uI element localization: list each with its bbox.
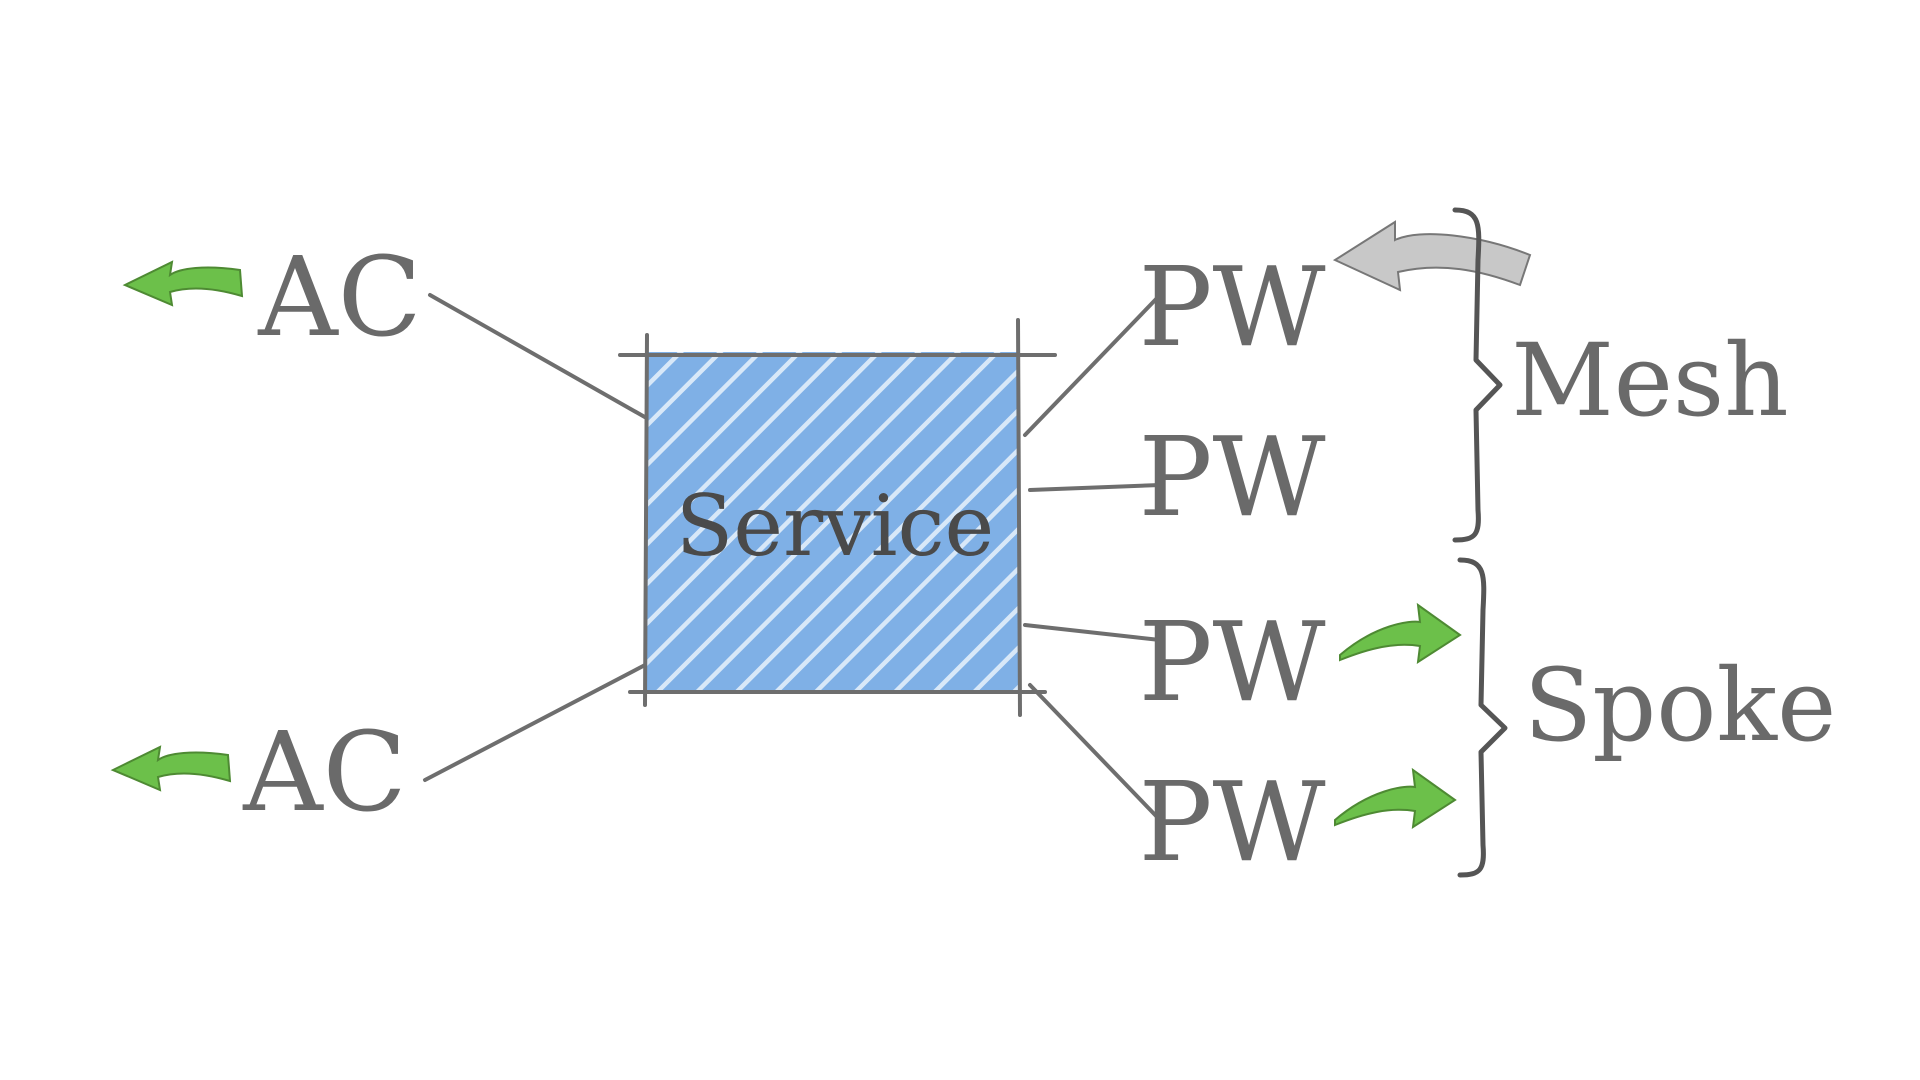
connector-ac-bottom — [423, 663, 647, 782]
pw-label-3: PW — [1138, 598, 1325, 726]
spoke-group: Spoke — [1457, 557, 1837, 878]
spoke-label: Spoke — [1524, 647, 1837, 764]
pw-list: PW PW PW PW — [1138, 243, 1325, 886]
ac-top-label: AC — [257, 233, 422, 361]
mesh-brace — [1452, 207, 1503, 543]
connector-ac-top — [428, 293, 652, 422]
pw-label-2: PW — [1138, 413, 1325, 541]
ac-top-arrow-icon — [122, 260, 244, 307]
connector-pw-2 — [1028, 483, 1162, 492]
ac-top: AC — [122, 233, 422, 361]
pw-3-right-arrow-icon — [1339, 602, 1462, 664]
pw-label-1: PW — [1138, 243, 1325, 371]
pw-4-right-arrow-icon — [1334, 767, 1457, 829]
service-box-left-edge — [643, 333, 649, 707]
pw-label-4: PW — [1138, 758, 1325, 886]
ac-bottom-arrow-icon — [110, 745, 232, 792]
service-box: Service — [618, 318, 1057, 717]
connector-pw-4 — [1028, 683, 1162, 822]
service-label: Service — [676, 477, 995, 575]
mesh-group: Mesh — [1452, 207, 1789, 543]
service-box-fill — [645, 352, 1020, 692]
connector-pw-1 — [1023, 293, 1162, 437]
ac-bottom-label: AC — [242, 708, 407, 836]
pw-1-left-arrow-icon — [1332, 220, 1532, 292]
mesh-label: Mesh — [1511, 322, 1788, 439]
ac-bottom: AC — [110, 708, 407, 836]
connector-pw-3 — [1023, 623, 1162, 642]
connectors — [423, 293, 1162, 822]
spoke-brace — [1457, 557, 1508, 878]
service-box-right-edge — [1016, 318, 1022, 717]
